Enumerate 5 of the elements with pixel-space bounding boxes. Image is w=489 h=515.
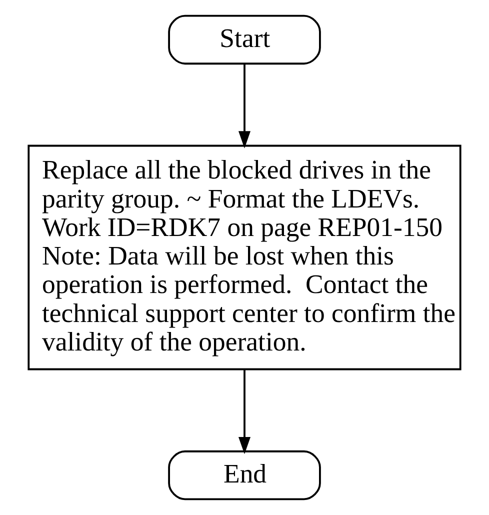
arrow: [238, 64, 251, 148]
node-box: Replace all the blocked drives in the parity group. ~ Format the LDEVs. Work ID=RDK7 on page REP01-150 Note: Data will be lost when this operation is performed. Contact the technical support center to confirm the validity of the operation.: [28, 144, 462, 370]
node-box: End: [168, 450, 321, 500]
arrow: [238, 370, 251, 454]
node-box: Start: [168, 14, 321, 65]
